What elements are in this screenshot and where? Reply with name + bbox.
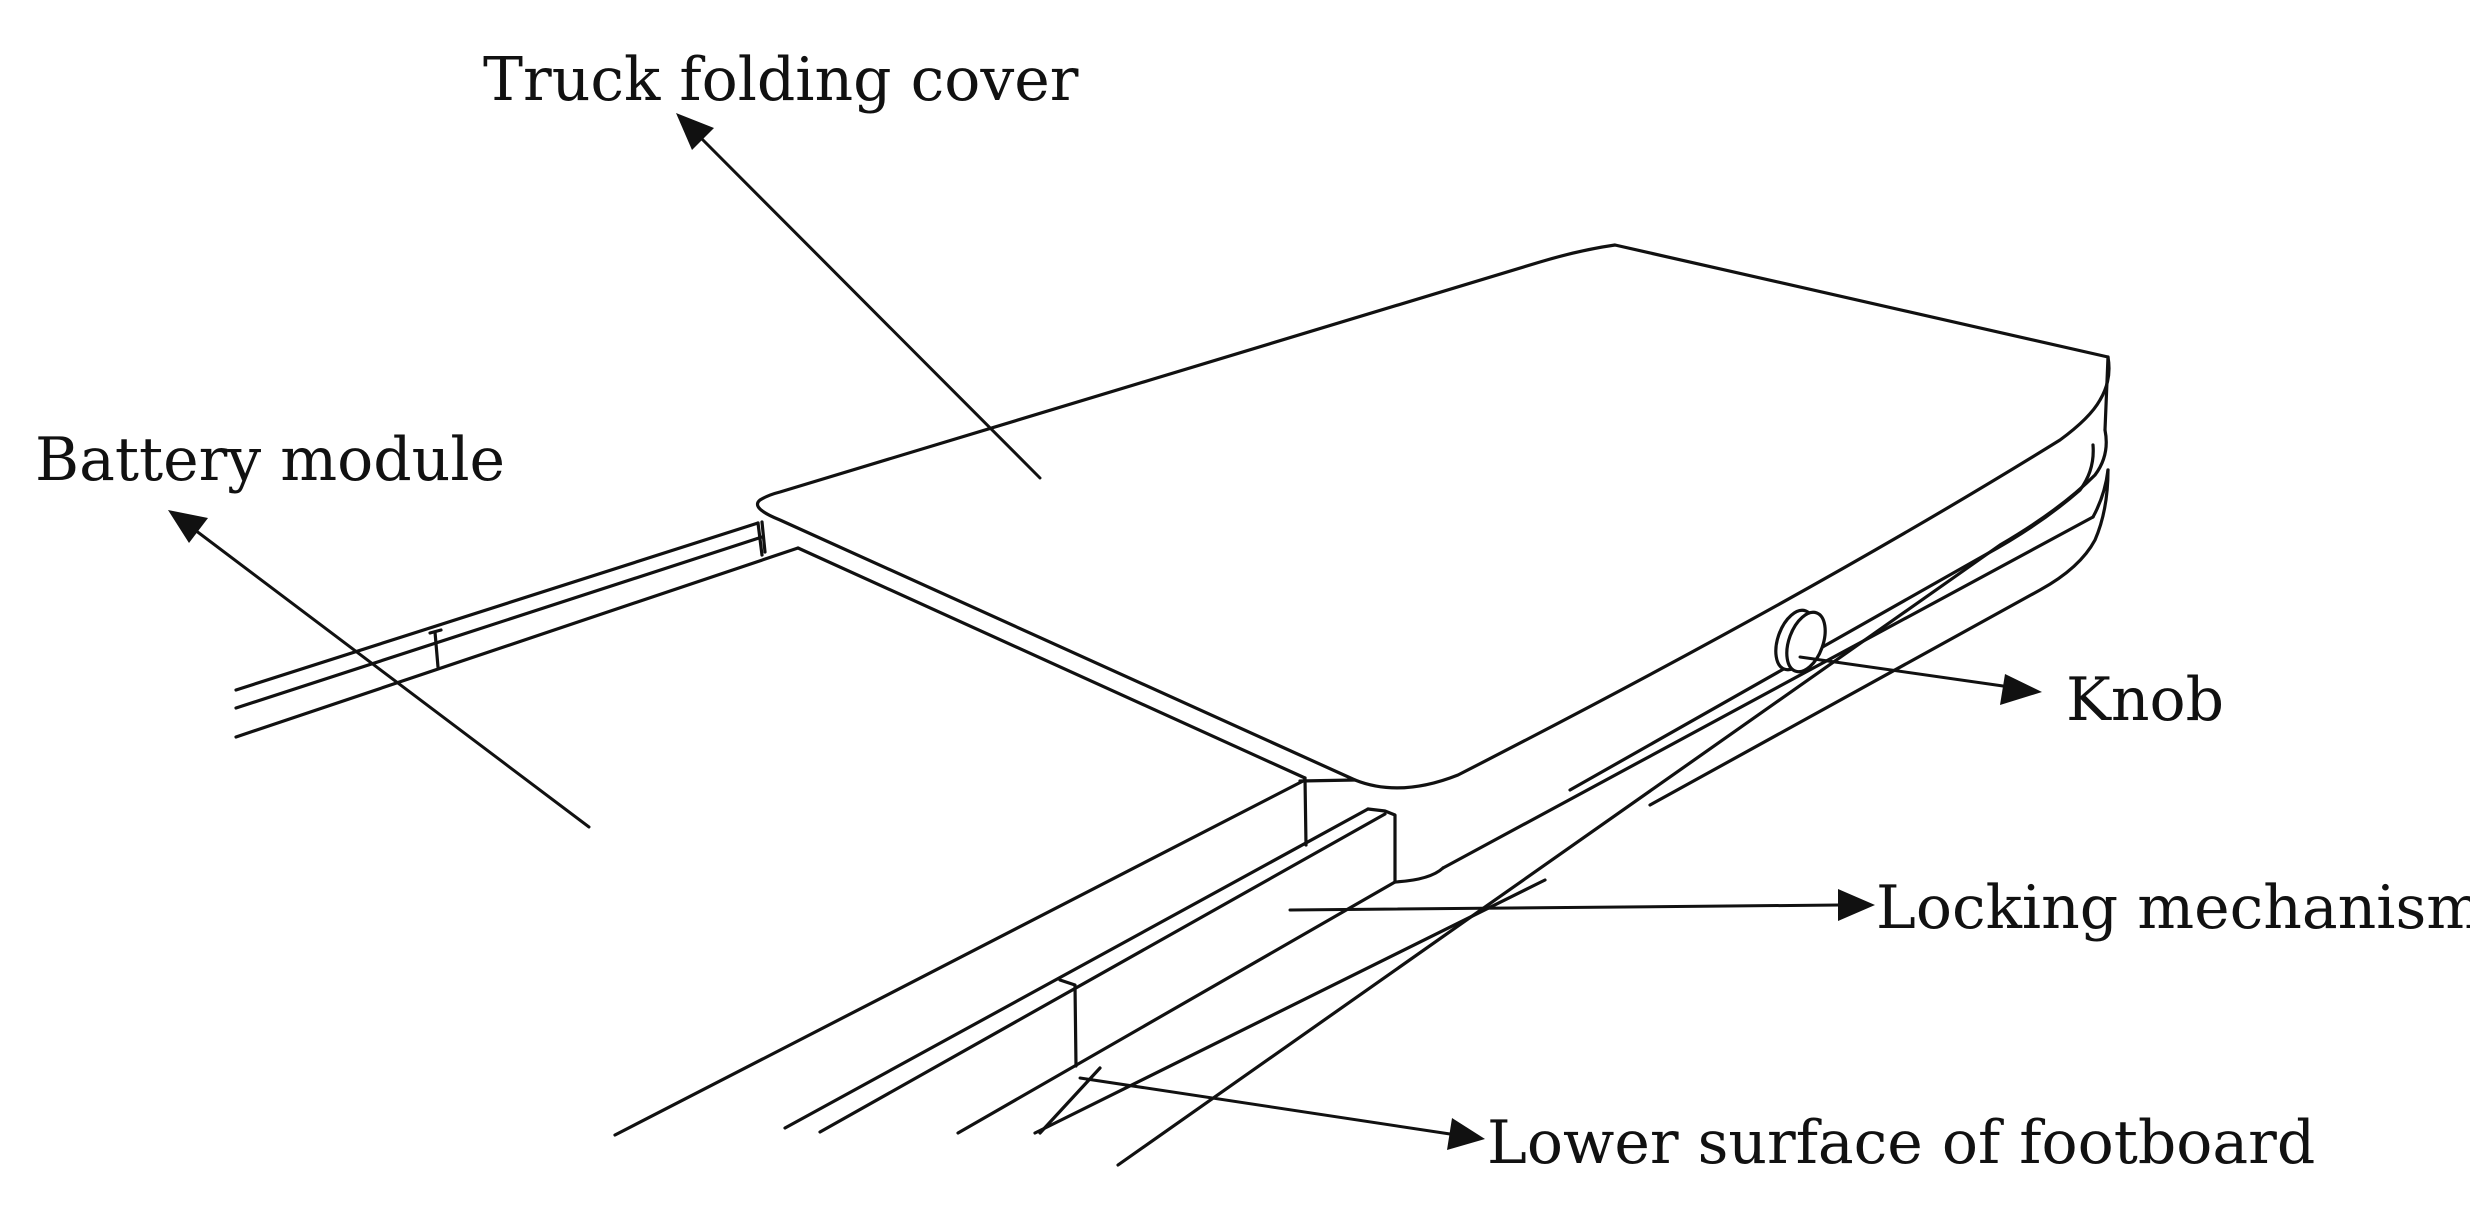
footboard-body (234, 428, 2110, 1167)
knob (1774, 608, 1827, 674)
label-lower-surface-of-footboard: Lower surface of footboard (1487, 1108, 2315, 1178)
leader-truck-folding-cover (676, 113, 1042, 480)
leader-lower-surface-of-footboard (1078, 1076, 1485, 1150)
label-locking-mechanism: Locking mechanism (1876, 873, 2470, 943)
label-truck-folding-cover: Truck folding cover (483, 45, 1079, 115)
leader-locking-mechanism (1288, 889, 1875, 921)
label-battery-module: Battery module (35, 425, 505, 495)
leader-battery-module (168, 510, 591, 829)
label-knob: Knob (2066, 665, 2224, 735)
truck-folding-cover (755, 243, 2111, 790)
leader-knob (1798, 655, 2042, 705)
